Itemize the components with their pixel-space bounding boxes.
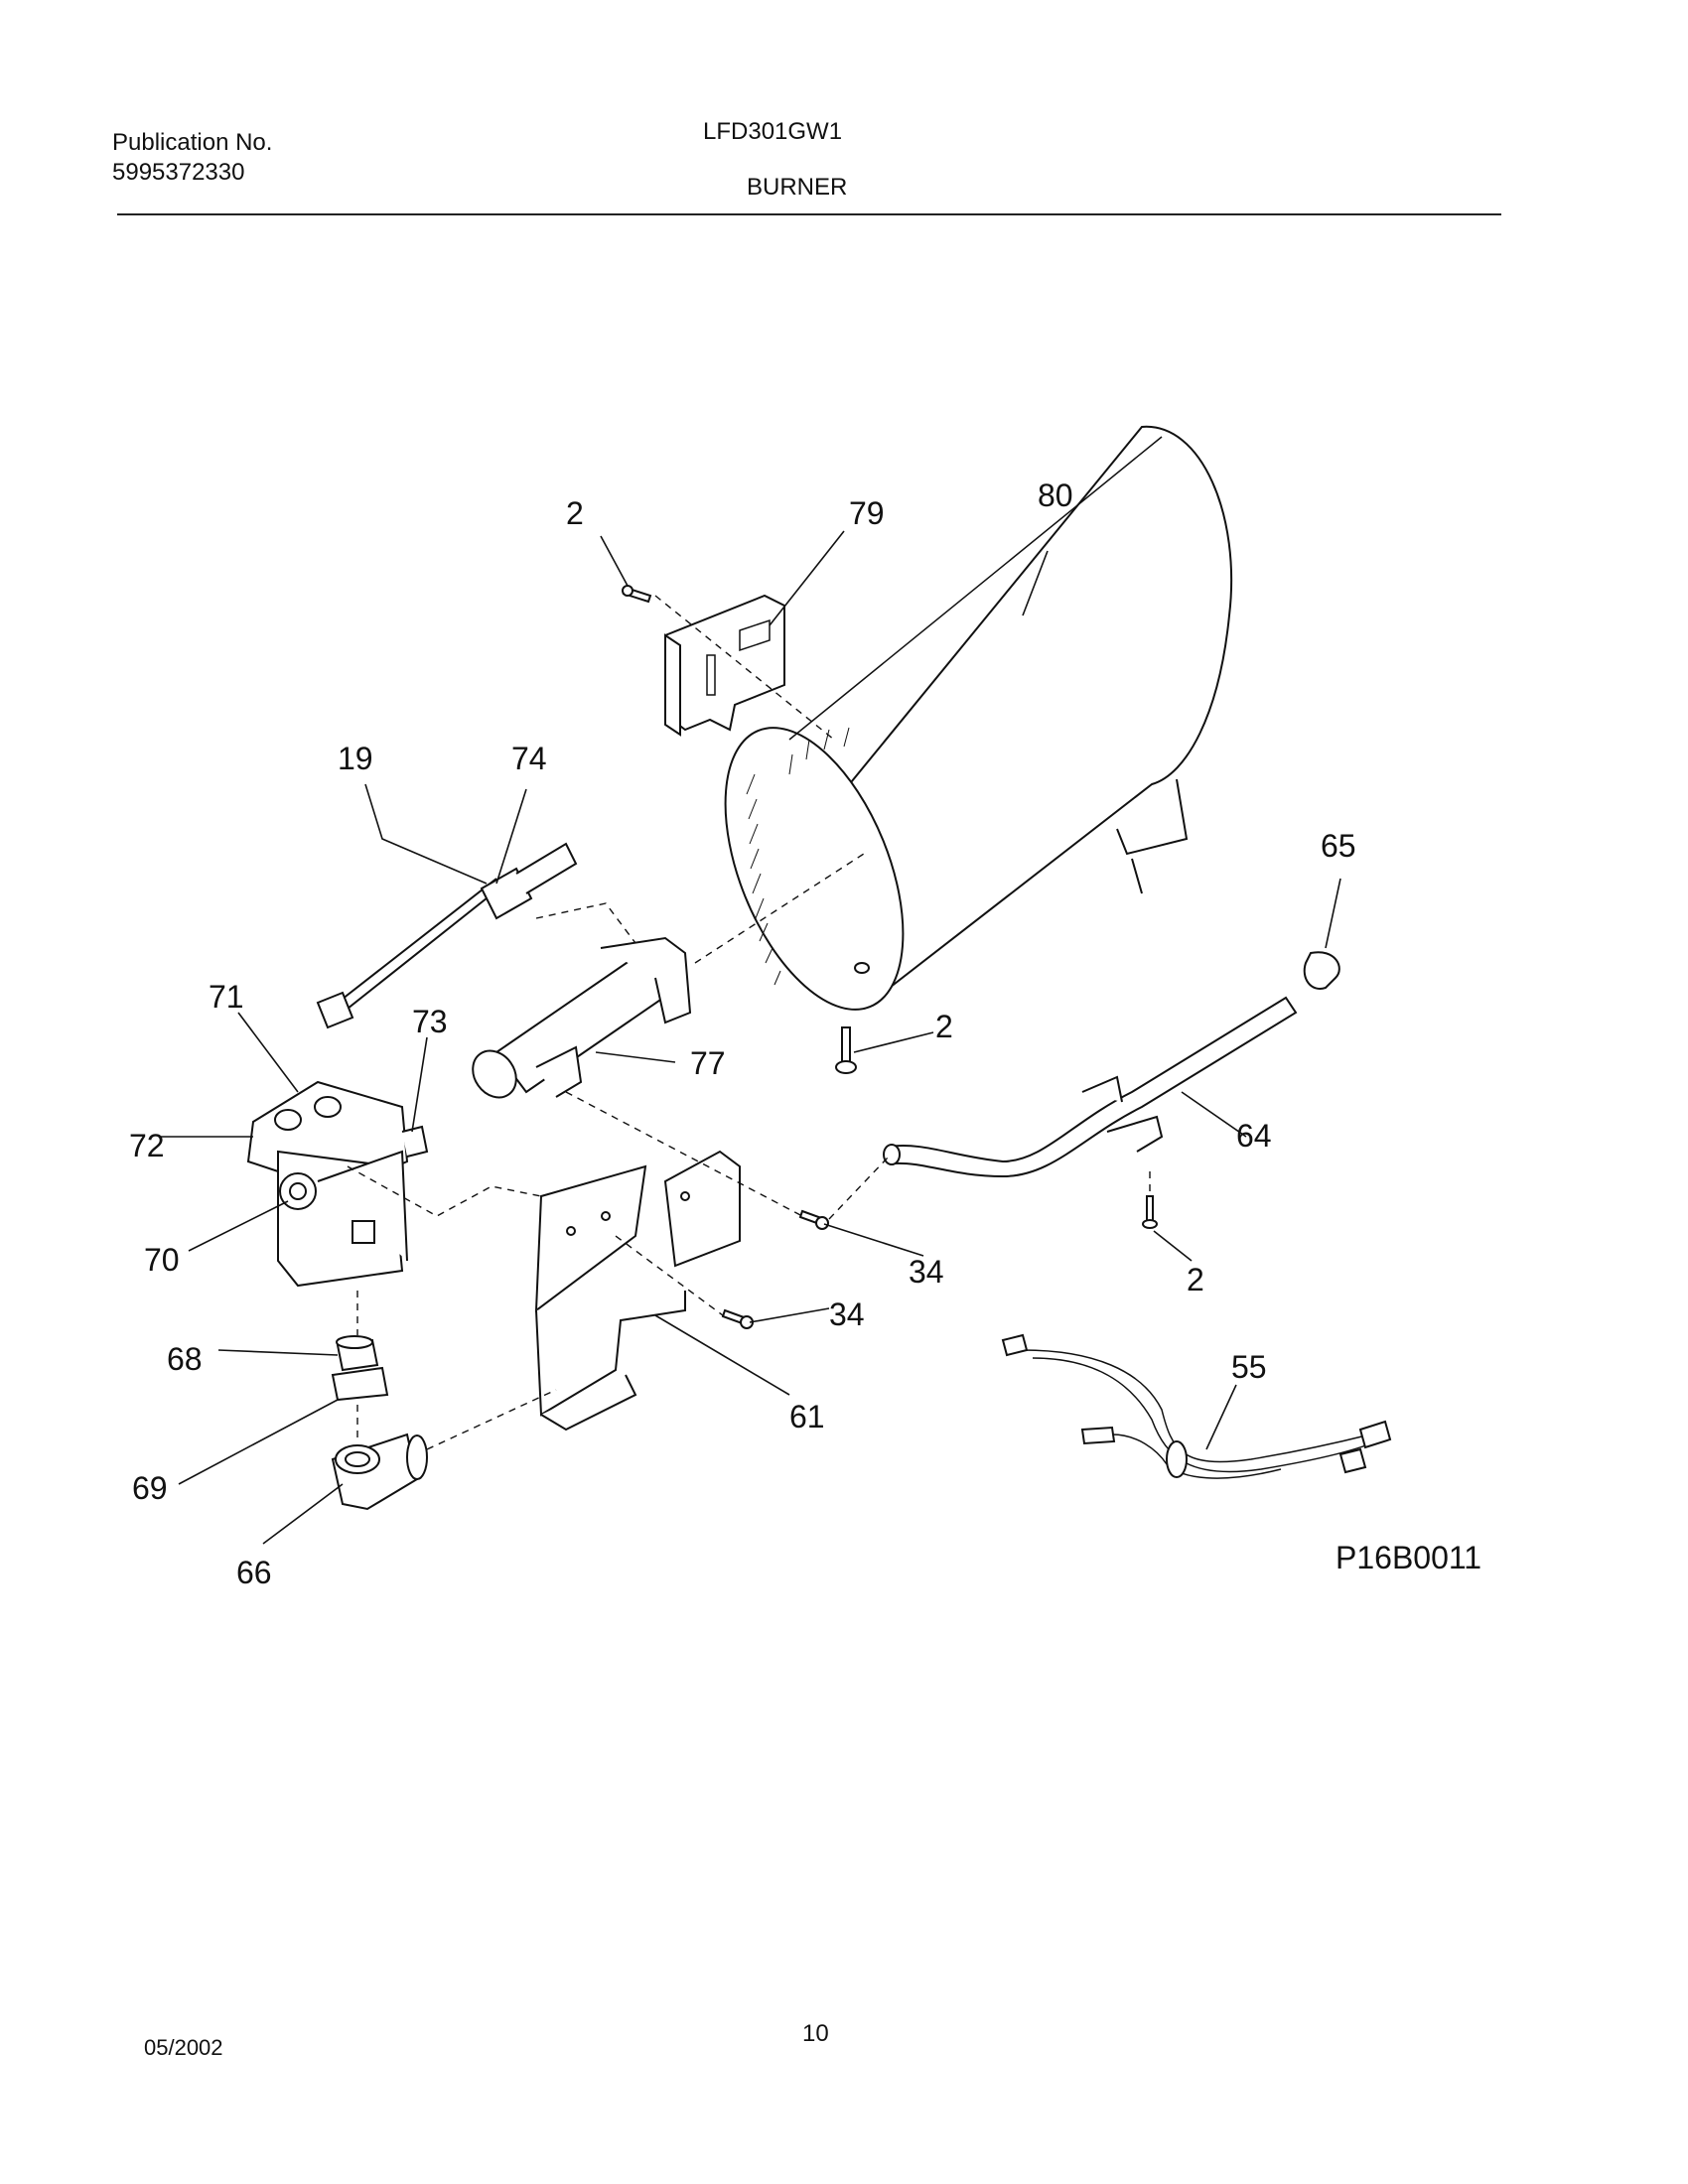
screw-manifold-drawing xyxy=(1142,1195,1158,1229)
heat-shield-drawing xyxy=(534,1150,741,1432)
header-divider xyxy=(117,213,1501,215)
screw-chamber-drawing xyxy=(835,1026,857,1074)
callout-2-screw-chamber: 2 xyxy=(935,1009,953,1044)
callout-55-harness: 55 xyxy=(1231,1349,1267,1385)
burner-tube-drawing xyxy=(472,936,692,1099)
figure-code: P16B0011 xyxy=(1336,1540,1481,1575)
callout-79-bracket: 79 xyxy=(849,495,885,531)
section-title: BURNER xyxy=(747,174,848,201)
callout-65-cap: 65 xyxy=(1321,828,1356,864)
model-number: LFD301GW1 xyxy=(703,118,843,145)
publication-label: Publication No. xyxy=(112,129,273,156)
callout-61-heat-shield: 61 xyxy=(789,1399,825,1434)
manifold-pipe-drawing xyxy=(883,951,1340,1178)
igniter-drawing xyxy=(316,842,578,1029)
callout-68-fitting: 68 xyxy=(167,1341,203,1377)
callout-71-valve: 71 xyxy=(209,979,244,1015)
callout-19-wire: 19 xyxy=(338,741,373,776)
combustion-chamber-drawing xyxy=(724,425,1233,1011)
footer-date: 05/2002 xyxy=(144,2035,223,2060)
wire-harness-drawing xyxy=(1001,1333,1392,1479)
callout-70-valve: 70 xyxy=(144,1242,180,1278)
callout-72-valve: 72 xyxy=(129,1128,165,1163)
gas-valve-drawing xyxy=(246,1080,429,1288)
callout-80-chamber: 80 xyxy=(1038,478,1073,513)
publication-number: 5995372330 xyxy=(112,159,245,186)
callout-77-burner-tube: 77 xyxy=(690,1045,726,1081)
callout-2-screw-top: 2 xyxy=(566,495,584,531)
screw-top-drawing xyxy=(622,585,652,604)
callout-leaders xyxy=(159,530,1341,1545)
bracket-79-drawing xyxy=(664,594,785,737)
assembly-dashed-lines xyxy=(347,595,1151,1450)
callout-66-elbow: 66 xyxy=(236,1555,272,1590)
callout-64-manifold: 64 xyxy=(1236,1118,1272,1154)
callout-69-nut: 69 xyxy=(132,1470,168,1506)
callout-34-screw-a: 34 xyxy=(909,1254,944,1290)
callout-73-coil: 73 xyxy=(412,1004,448,1039)
fitting-68-69-drawing xyxy=(331,1335,389,1402)
screw-34-drawings xyxy=(721,1209,829,1329)
callout-34-screw-b: 34 xyxy=(829,1297,865,1332)
elbow-66-drawing xyxy=(331,1433,428,1511)
page-number: 10 xyxy=(802,2020,829,2047)
callout-2-screw-manifold: 2 xyxy=(1187,1262,1204,1297)
callout-74-igniter: 74 xyxy=(511,741,547,776)
chamber-hatching xyxy=(746,727,850,986)
